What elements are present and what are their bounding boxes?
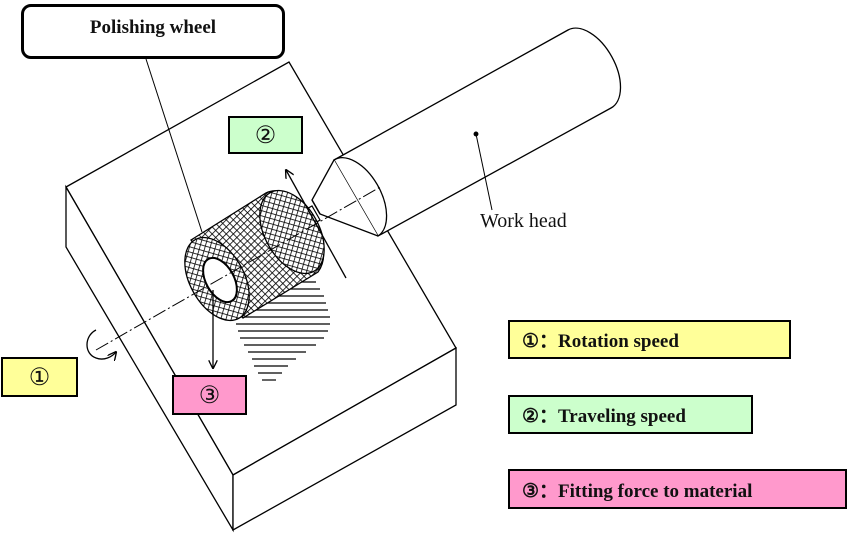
polishing-wheel-label: Polishing wheel	[89, 17, 217, 38]
callout-leader	[145, 58, 203, 233]
legend-fitting-force: ③：Fitting force to material	[508, 469, 847, 509]
work-head	[311, 27, 622, 237]
legend-traveling-speed: ②：Traveling speed	[508, 395, 753, 434]
legend-2-text: ②：Traveling speed	[522, 406, 686, 427]
work-head-label: Work head	[480, 210, 567, 232]
traveling-arrow	[286, 170, 347, 279]
polishing-wheel	[184, 189, 325, 322]
legend-1-text: ①：Rotation speed	[522, 331, 679, 352]
marker-traveling: ②	[228, 116, 303, 154]
marker-rotation: ①	[1, 357, 78, 397]
marker-2-label: ②	[254, 122, 277, 149]
legend-3-text: ③：Fitting force to material	[522, 480, 753, 502]
rotation-arrow	[86, 329, 116, 359]
marker-1-label: ①	[28, 364, 51, 391]
marker-fitting-force: ③	[172, 375, 247, 415]
legend-rotation-speed: ①：Rotation speed	[508, 320, 791, 359]
polishing-wheel-callout: Polishing wheel	[21, 4, 285, 59]
center-axis	[95, 185, 383, 351]
marker-3-label: ③	[198, 382, 221, 409]
wheel-bore	[202, 256, 238, 304]
work-head-leader	[475, 133, 493, 211]
